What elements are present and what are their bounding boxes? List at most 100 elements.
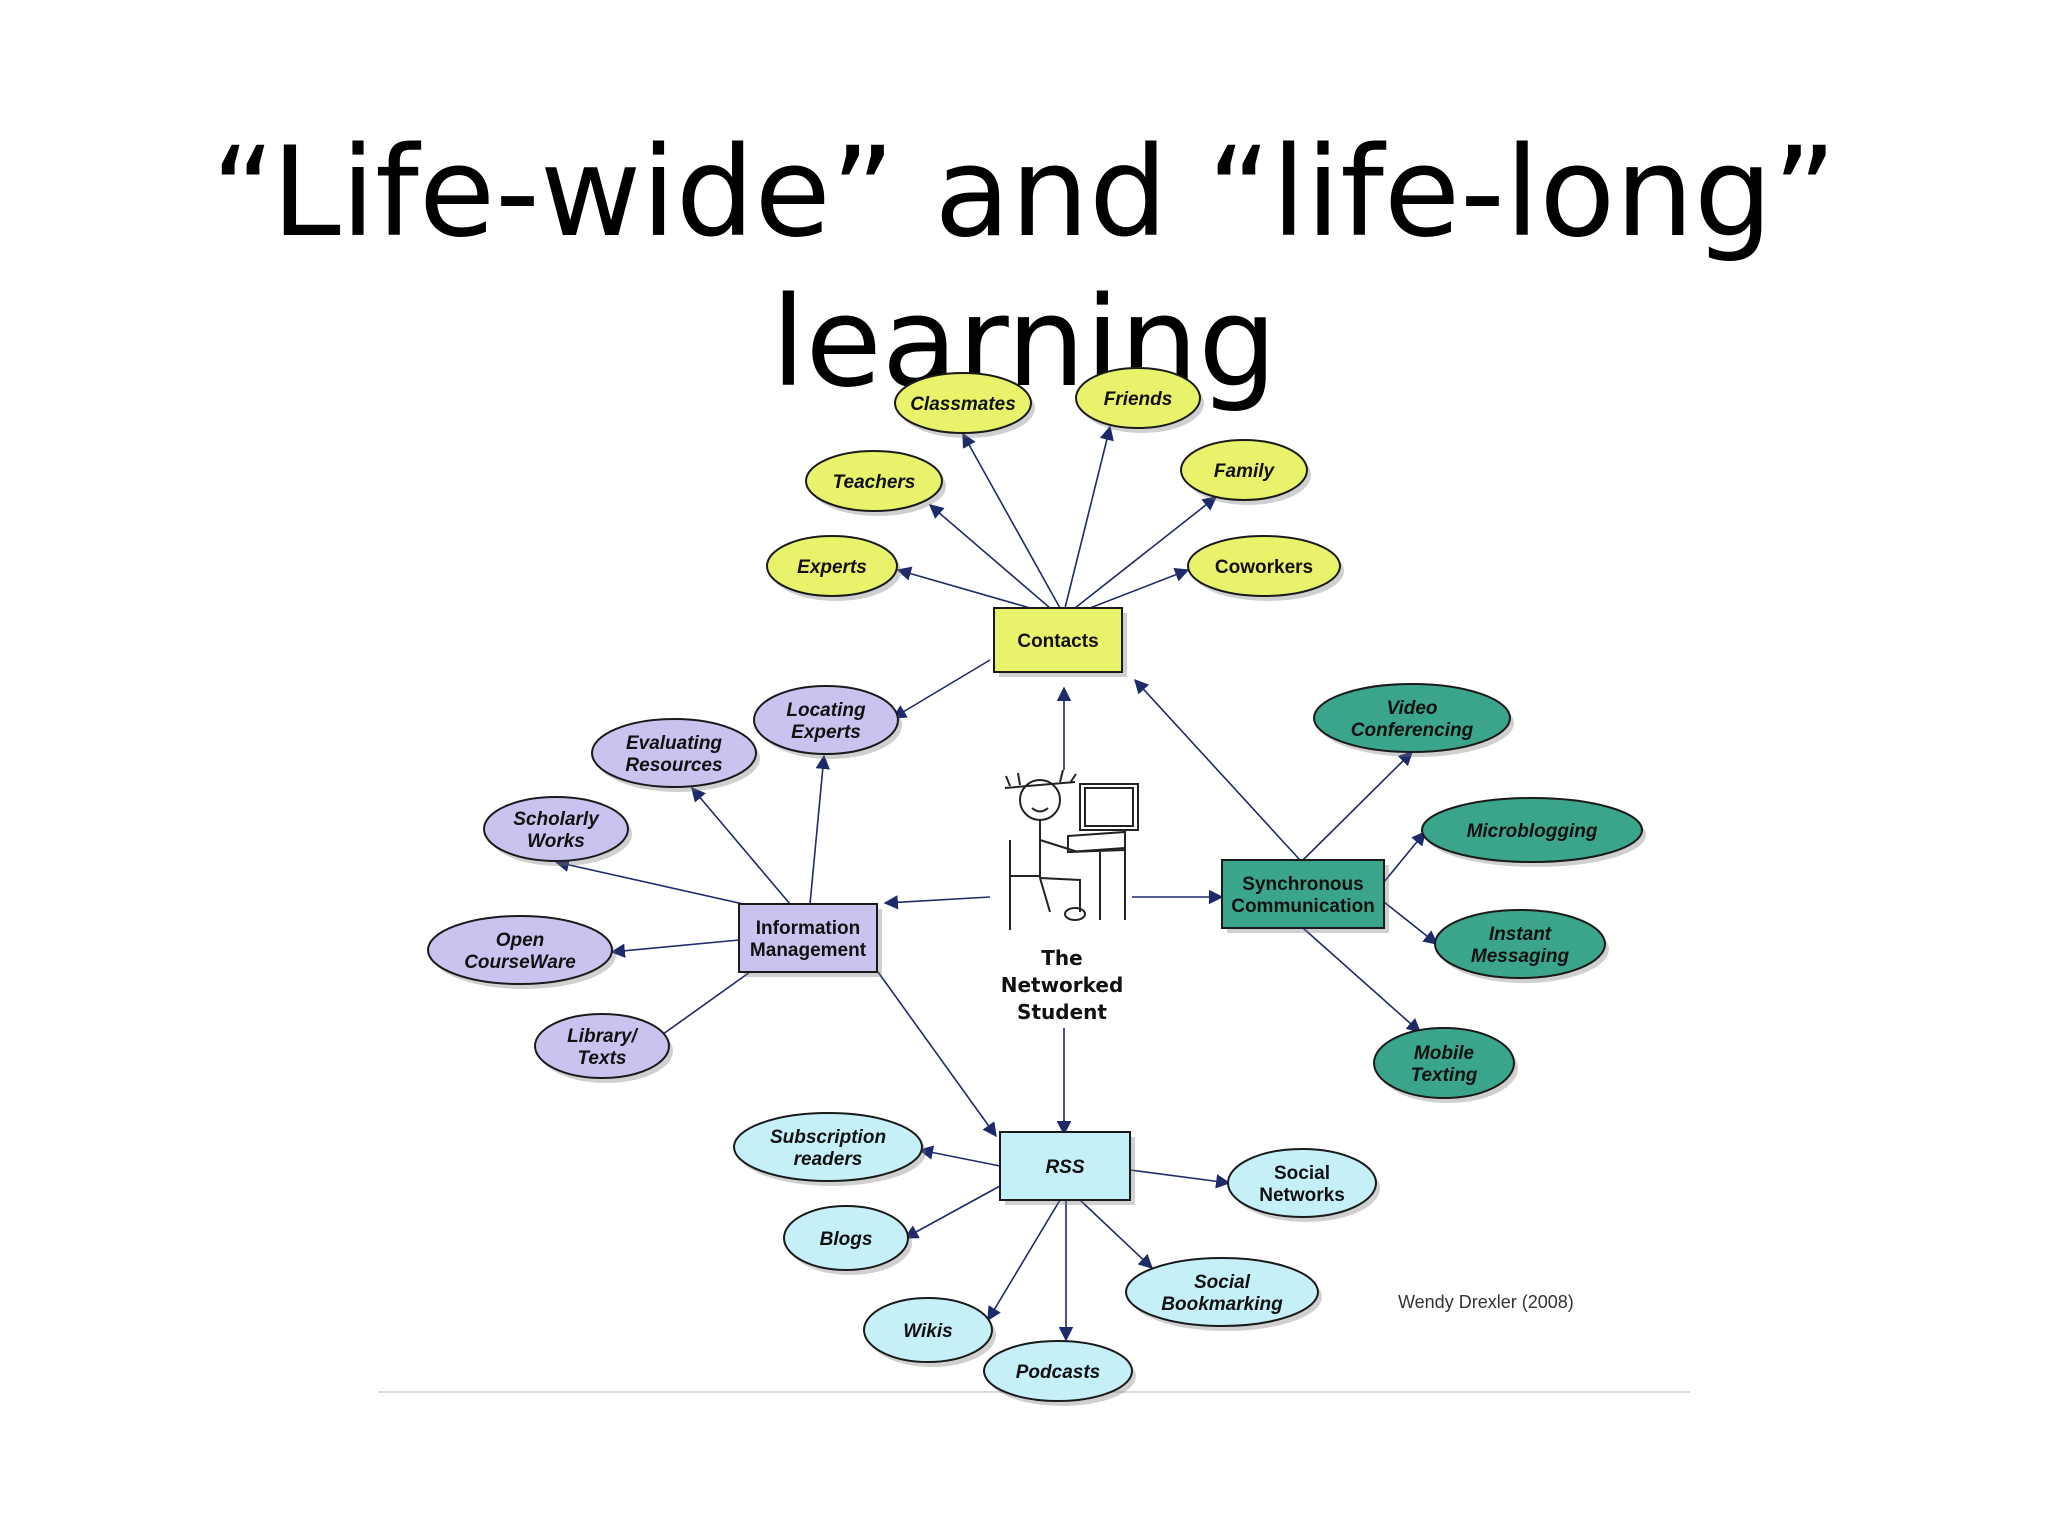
node-label: Library/	[567, 1026, 638, 1047]
node-ellipse	[534, 1013, 670, 1079]
node-label: Resources	[625, 755, 722, 776]
edge-arrow	[928, 504, 1051, 609]
edge-arrow	[883, 895, 991, 910]
edge-arrow	[1064, 425, 1114, 609]
student-at-computer-icon	[1004, 769, 1139, 930]
node-ellipse	[1373, 1027, 1515, 1099]
edge-arrow	[891, 659, 991, 719]
node-label: Friends	[1104, 389, 1173, 410]
edge-arrow	[1079, 1199, 1154, 1269]
edge-arrow	[962, 432, 1061, 609]
node-label: Subscription	[770, 1127, 886, 1148]
computer-monitor-frame	[1079, 783, 1139, 831]
edge-arrow	[691, 786, 791, 905]
center-label-line-2: Networked	[1001, 973, 1124, 997]
node-label: Evaluating	[626, 733, 722, 754]
node-label: Classmates	[910, 394, 1016, 415]
node-podcasts: Podcasts	[983, 1340, 1136, 1406]
edge-arrow	[987, 1199, 1061, 1322]
node-label: Open	[496, 930, 545, 951]
student-smile	[1031, 807, 1049, 813]
node-label: Coworkers	[1215, 557, 1313, 578]
node-label: Mobile	[1414, 1043, 1475, 1064]
edge-arrow	[1383, 901, 1439, 945]
center-label-line-3: Student	[1017, 1000, 1107, 1024]
node-label: Information	[756, 918, 861, 939]
edge-arrow	[1302, 750, 1414, 861]
node-label: Wikis	[903, 1321, 952, 1342]
node-label: Locating	[786, 700, 866, 721]
student-figure: The Networked Student	[1001, 769, 1139, 1024]
edge-arrow	[1134, 678, 1301, 861]
node-label: Conferencing	[1351, 720, 1474, 741]
node-ellipse	[805, 450, 943, 512]
node-ellipse	[591, 718, 757, 788]
edge-arrow	[1074, 496, 1218, 609]
node-blogs: Blogs	[783, 1205, 912, 1275]
node-label: Works	[527, 831, 585, 852]
node-ellipse	[1180, 439, 1308, 501]
node-label: Texts	[578, 1048, 627, 1069]
edge-arrow	[1302, 927, 1422, 1033]
node-label: Contacts	[1017, 631, 1098, 652]
node-ellipse	[753, 685, 899, 755]
node-box	[993, 607, 1123, 673]
node-box	[1221, 859, 1385, 929]
computer-keyboard	[1067, 830, 1126, 854]
node-contacts: Contacts	[993, 607, 1127, 677]
node-ellipse	[1227, 1148, 1377, 1218]
diagram-credit: Wendy Drexler (2008)	[1398, 1292, 1574, 1312]
student-hair	[1004, 769, 1077, 789]
edge-arrow	[809, 754, 830, 905]
node-ellipse	[1434, 909, 1606, 979]
node-coworkers: Coworkers	[1187, 535, 1344, 601]
node-label: CourseWare	[464, 952, 576, 973]
node-label: Video	[1386, 698, 1437, 719]
edge-arrow	[877, 971, 997, 1138]
node-ellipse	[1421, 797, 1643, 863]
edge-arrow	[650, 971, 751, 1043]
node-label: Scholarly	[513, 809, 600, 830]
node-ellipse	[1187, 535, 1341, 597]
node-wikis: Wikis	[863, 1297, 996, 1367]
node-experts: Experts	[766, 535, 901, 601]
node-box	[738, 903, 878, 973]
node-label: Instant	[1489, 924, 1552, 945]
node-ellipse	[983, 1340, 1133, 1402]
node-ellipse	[1125, 1257, 1319, 1327]
node-label: Experts	[797, 557, 867, 578]
node-rss: RSS	[999, 1131, 1135, 1205]
node-ellipse	[483, 796, 629, 862]
node-label: Teachers	[833, 472, 916, 493]
node-label: Texting	[1411, 1065, 1478, 1086]
node-label: Bookmarking	[1161, 1294, 1283, 1315]
edge-arrow	[918, 1145, 1001, 1167]
node-label: Messaging	[1471, 946, 1570, 967]
edges	[554, 425, 1439, 1342]
edge-arrow	[1089, 567, 1190, 609]
node-ellipse	[863, 1297, 993, 1363]
edge-arrow	[903, 1185, 1001, 1239]
node-label: Blogs	[820, 1229, 873, 1250]
node-label: RSS	[1045, 1157, 1084, 1178]
node-teachers: Teachers	[805, 450, 946, 516]
edge-arrow	[610, 939, 740, 958]
node-ellipse	[427, 915, 613, 985]
node-ellipse	[783, 1205, 909, 1271]
node-label: Social	[1194, 1272, 1251, 1293]
node-label: readers	[794, 1149, 863, 1170]
node-label: Management	[750, 940, 867, 961]
node-ellipse	[1313, 683, 1511, 753]
node-label: Podcasts	[1016, 1362, 1100, 1383]
